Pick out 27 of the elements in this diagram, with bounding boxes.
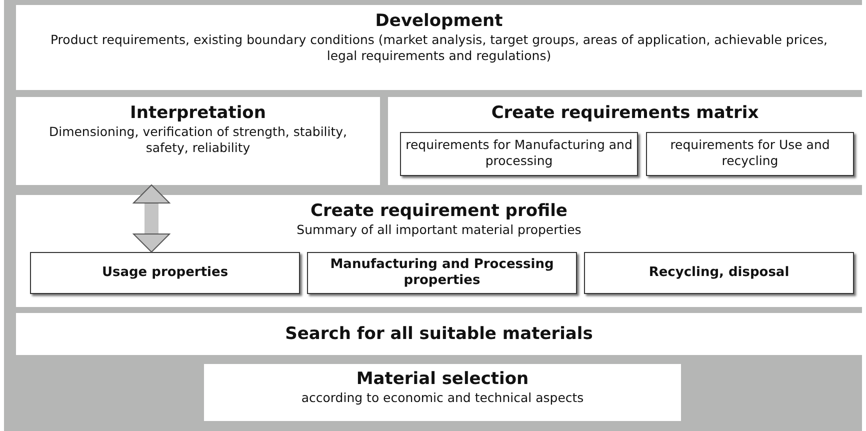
description-text: according to economic and technical aspects [301, 390, 584, 406]
property-text: Manufacturing and Processing properties [329, 257, 555, 289]
heading-text: Search for all suitable materials [285, 324, 593, 344]
heading-text: Interpretation [130, 103, 266, 124]
process-box [16, 313, 862, 355]
process-box [16, 5, 862, 90]
requirement-box [646, 132, 854, 176]
property-text: Recycling, disposal [648, 265, 790, 281]
heading-text: Create requirement profile [310, 201, 568, 222]
property-text: Usage properties [102, 265, 228, 281]
double-arrow [133, 184, 170, 252]
property-box [30, 252, 300, 294]
requirement-box [400, 132, 638, 176]
requirement-text: requirements for Use and recycling [669, 137, 831, 169]
requirement-text: requirements for Manufacturing and processing [404, 137, 634, 169]
heading-text: Create requirements matrix [491, 103, 759, 124]
property-box [307, 252, 577, 294]
description-text: Dimensioning, verification of strength, stability, safety, reliability [48, 124, 348, 156]
description-text: Product requirements, existing boundary conditions (market analysis, target groups, areas of application, achievable prices, legal requirements and regulations) [49, 32, 829, 64]
process-box [16, 97, 380, 185]
property-box [584, 252, 854, 294]
heading-text: Material selection [356, 369, 529, 390]
group-panel [388, 97, 862, 185]
process-box [204, 364, 681, 421]
description-text: Summary of all important material properties [296, 222, 582, 238]
heading-text: Development [375, 11, 503, 32]
group-panel [16, 195, 862, 307]
